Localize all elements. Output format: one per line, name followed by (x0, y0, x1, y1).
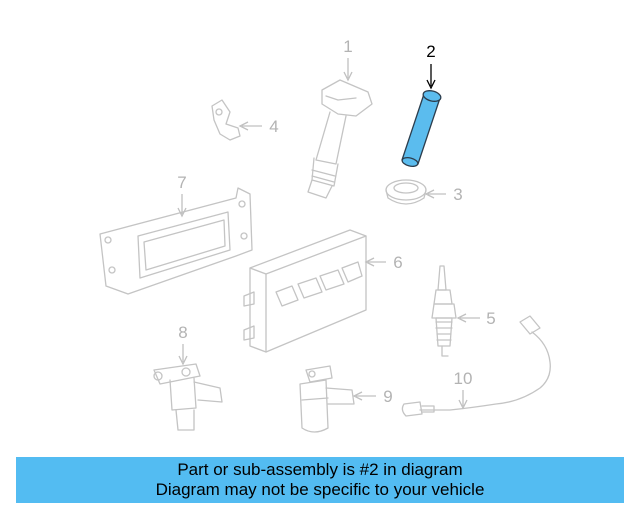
callout-8-number: 8 (178, 323, 187, 342)
part-3-seal-ring (385, 179, 427, 205)
diagram-caption-banner: Part or sub-assembly is #2 in diagram Di… (16, 457, 624, 503)
part-10-oxygen-sensor (401, 315, 551, 417)
callout-9-number: 9 (383, 387, 392, 406)
part-6-control-module (243, 229, 367, 353)
callout-4-number: 4 (269, 117, 278, 136)
callout-5-number: 5 (486, 309, 495, 328)
callout-3-number: 3 (453, 185, 462, 204)
part-5-spark-plug (431, 265, 457, 357)
part-2-highlighted-tube (401, 90, 442, 167)
callout-7-number: 7 (177, 173, 186, 192)
part-1-ignition-coil (307, 79, 373, 199)
part-7-mounting-bracket (99, 187, 253, 295)
callout-1-number: 1 (343, 37, 352, 56)
part-8-position-sensor (153, 363, 223, 431)
callout-6-number: 6 (393, 253, 402, 272)
callout-2-number: 2 (426, 42, 435, 61)
caption-line-1: Part or sub-assembly is #2 in diagram (177, 460, 463, 479)
part-4-bracket-sensor (211, 99, 241, 141)
callout-10-number: 10 (454, 369, 473, 388)
caption-line-2: Diagram may not be specific to your vehi… (155, 480, 485, 499)
parts-diagram: 1 2 3 4 7 (99, 37, 551, 433)
part-9-position-sensor (299, 365, 355, 433)
